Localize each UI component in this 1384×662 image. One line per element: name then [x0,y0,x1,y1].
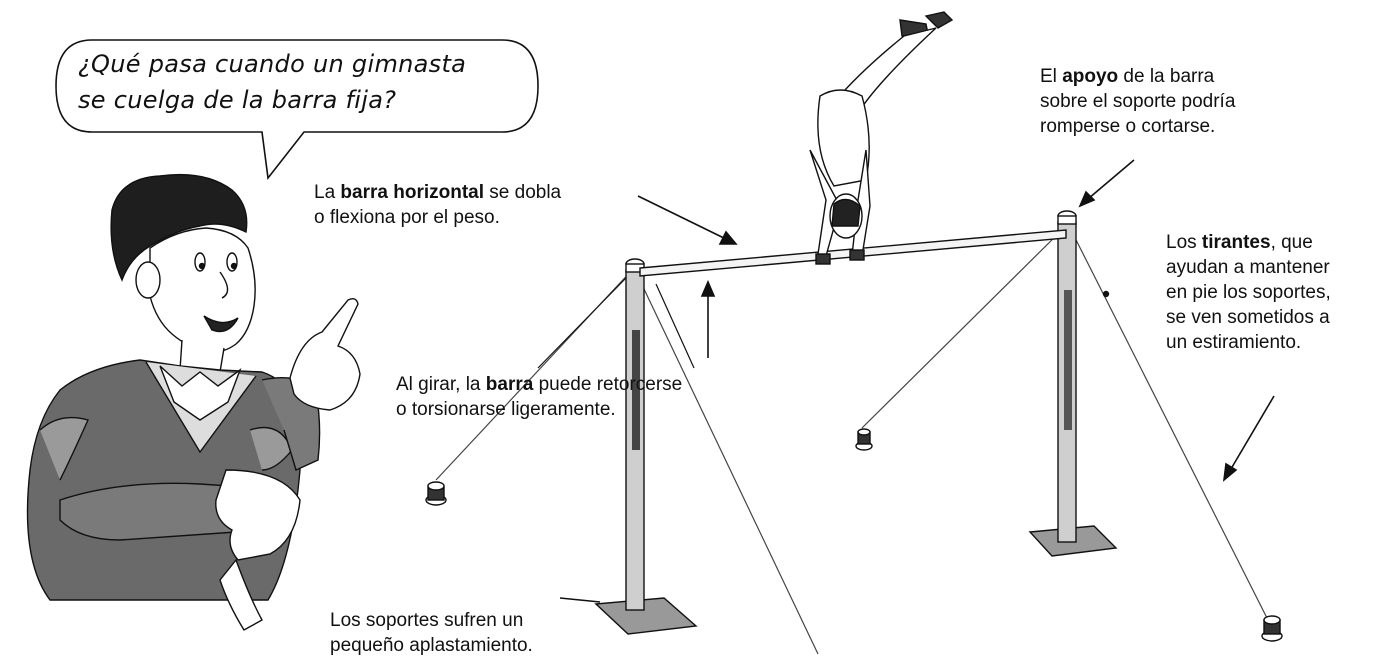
speech-line-2: se cuelga de la barra fija? [78,86,397,114]
lower-hand [215,469,301,561]
label-keyword: barra horizontal [340,182,484,203]
label-text: La [314,182,341,203]
label-text: Al girar, la [396,374,486,395]
label-text: puede retorcerse [533,374,683,395]
pointing-hand [289,297,361,411]
speech-bubble [55,39,539,180]
label-text: se dobla [484,182,562,203]
label-text: en pie los soportes, [1166,282,1331,303]
speech-bubble-text: ¿Qué pasa cuando un gimnasta se cuelga d… [78,46,518,118]
label-text: ayudan a mantener [1166,257,1330,278]
label-text: un estiramiento. [1166,332,1302,353]
label-soportes: Los soportes sufren un pequeño aplastami… [330,608,533,658]
hair [110,173,248,282]
label-keyword: apoyo [1062,66,1119,87]
label-text: sobre el soporte podría [1040,91,1236,112]
label-text: Los soportes sufren un [330,610,524,631]
label-keyword: barra [485,374,534,395]
label-tirantes: Los tirantes, que ayudan a mantener en p… [1166,230,1331,355]
callout-arrows [537,159,1275,603]
gymnast [809,11,954,265]
label-text: romperse o cortarse. [1040,116,1216,137]
base-plate-left [594,597,698,635]
anchor-middle [855,428,873,451]
speech-line-1: ¿Qué pasa cuando un gimnasta [78,50,467,78]
label-text: pequeño aplastamiento. [330,635,533,656]
anchor-left [425,481,447,506]
label-text: de la barra [1118,66,1215,87]
label-text: o flexiona por el peso. [314,207,500,228]
label-text: se ven sometidos a [1166,307,1330,328]
anchor-right [1261,615,1283,642]
label-text: o torsionarse ligeramente. [396,399,616,420]
label-text: Los [1166,232,1202,253]
label-apoyo: El apoyo de la barra sobre el soporte po… [1040,64,1235,139]
horizontal-bar-apparatus [425,11,1283,655]
label-barra-horizontal: La barra horizontal se dobla o flexiona … [314,180,561,230]
label-barra-torsion: Al girar, la barra puede retorcerse o to… [396,372,682,422]
label-keyword: tirantes [1201,232,1271,253]
label-text: El [1040,66,1063,87]
label-text: , que [1270,232,1313,253]
face [149,227,256,353]
person-figure [26,173,361,631]
